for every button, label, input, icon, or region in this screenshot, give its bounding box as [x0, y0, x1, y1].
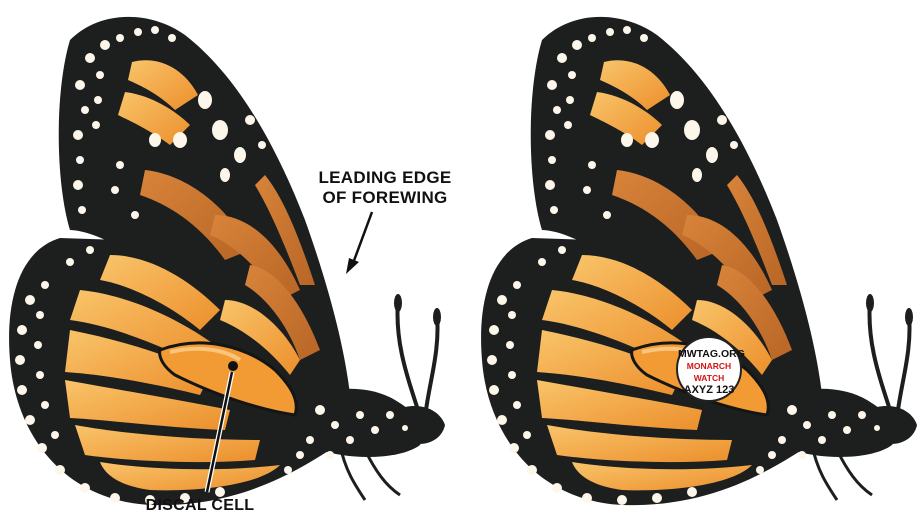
leading-edge-label: LEADING EDGE OF FOREWING [300, 168, 470, 208]
butterfly-left [9, 17, 445, 505]
monarch-tag: MWTAG.ORG MONARCH WATCH AXYZ 123 [676, 336, 742, 402]
leading-edge-line2: OF FOREWING [300, 188, 470, 208]
tag-code: AXYZ 123 [678, 384, 740, 396]
tag-org: MONARCH WATCH [678, 360, 740, 384]
discal-cell-label: DISCAL CELL [120, 496, 280, 516]
tag-website: MWTAG.ORG [678, 348, 740, 360]
leading-edge-line1: LEADING EDGE [300, 168, 470, 188]
butterfly-right [481, 17, 917, 505]
leading-edge-arrow [346, 212, 372, 274]
